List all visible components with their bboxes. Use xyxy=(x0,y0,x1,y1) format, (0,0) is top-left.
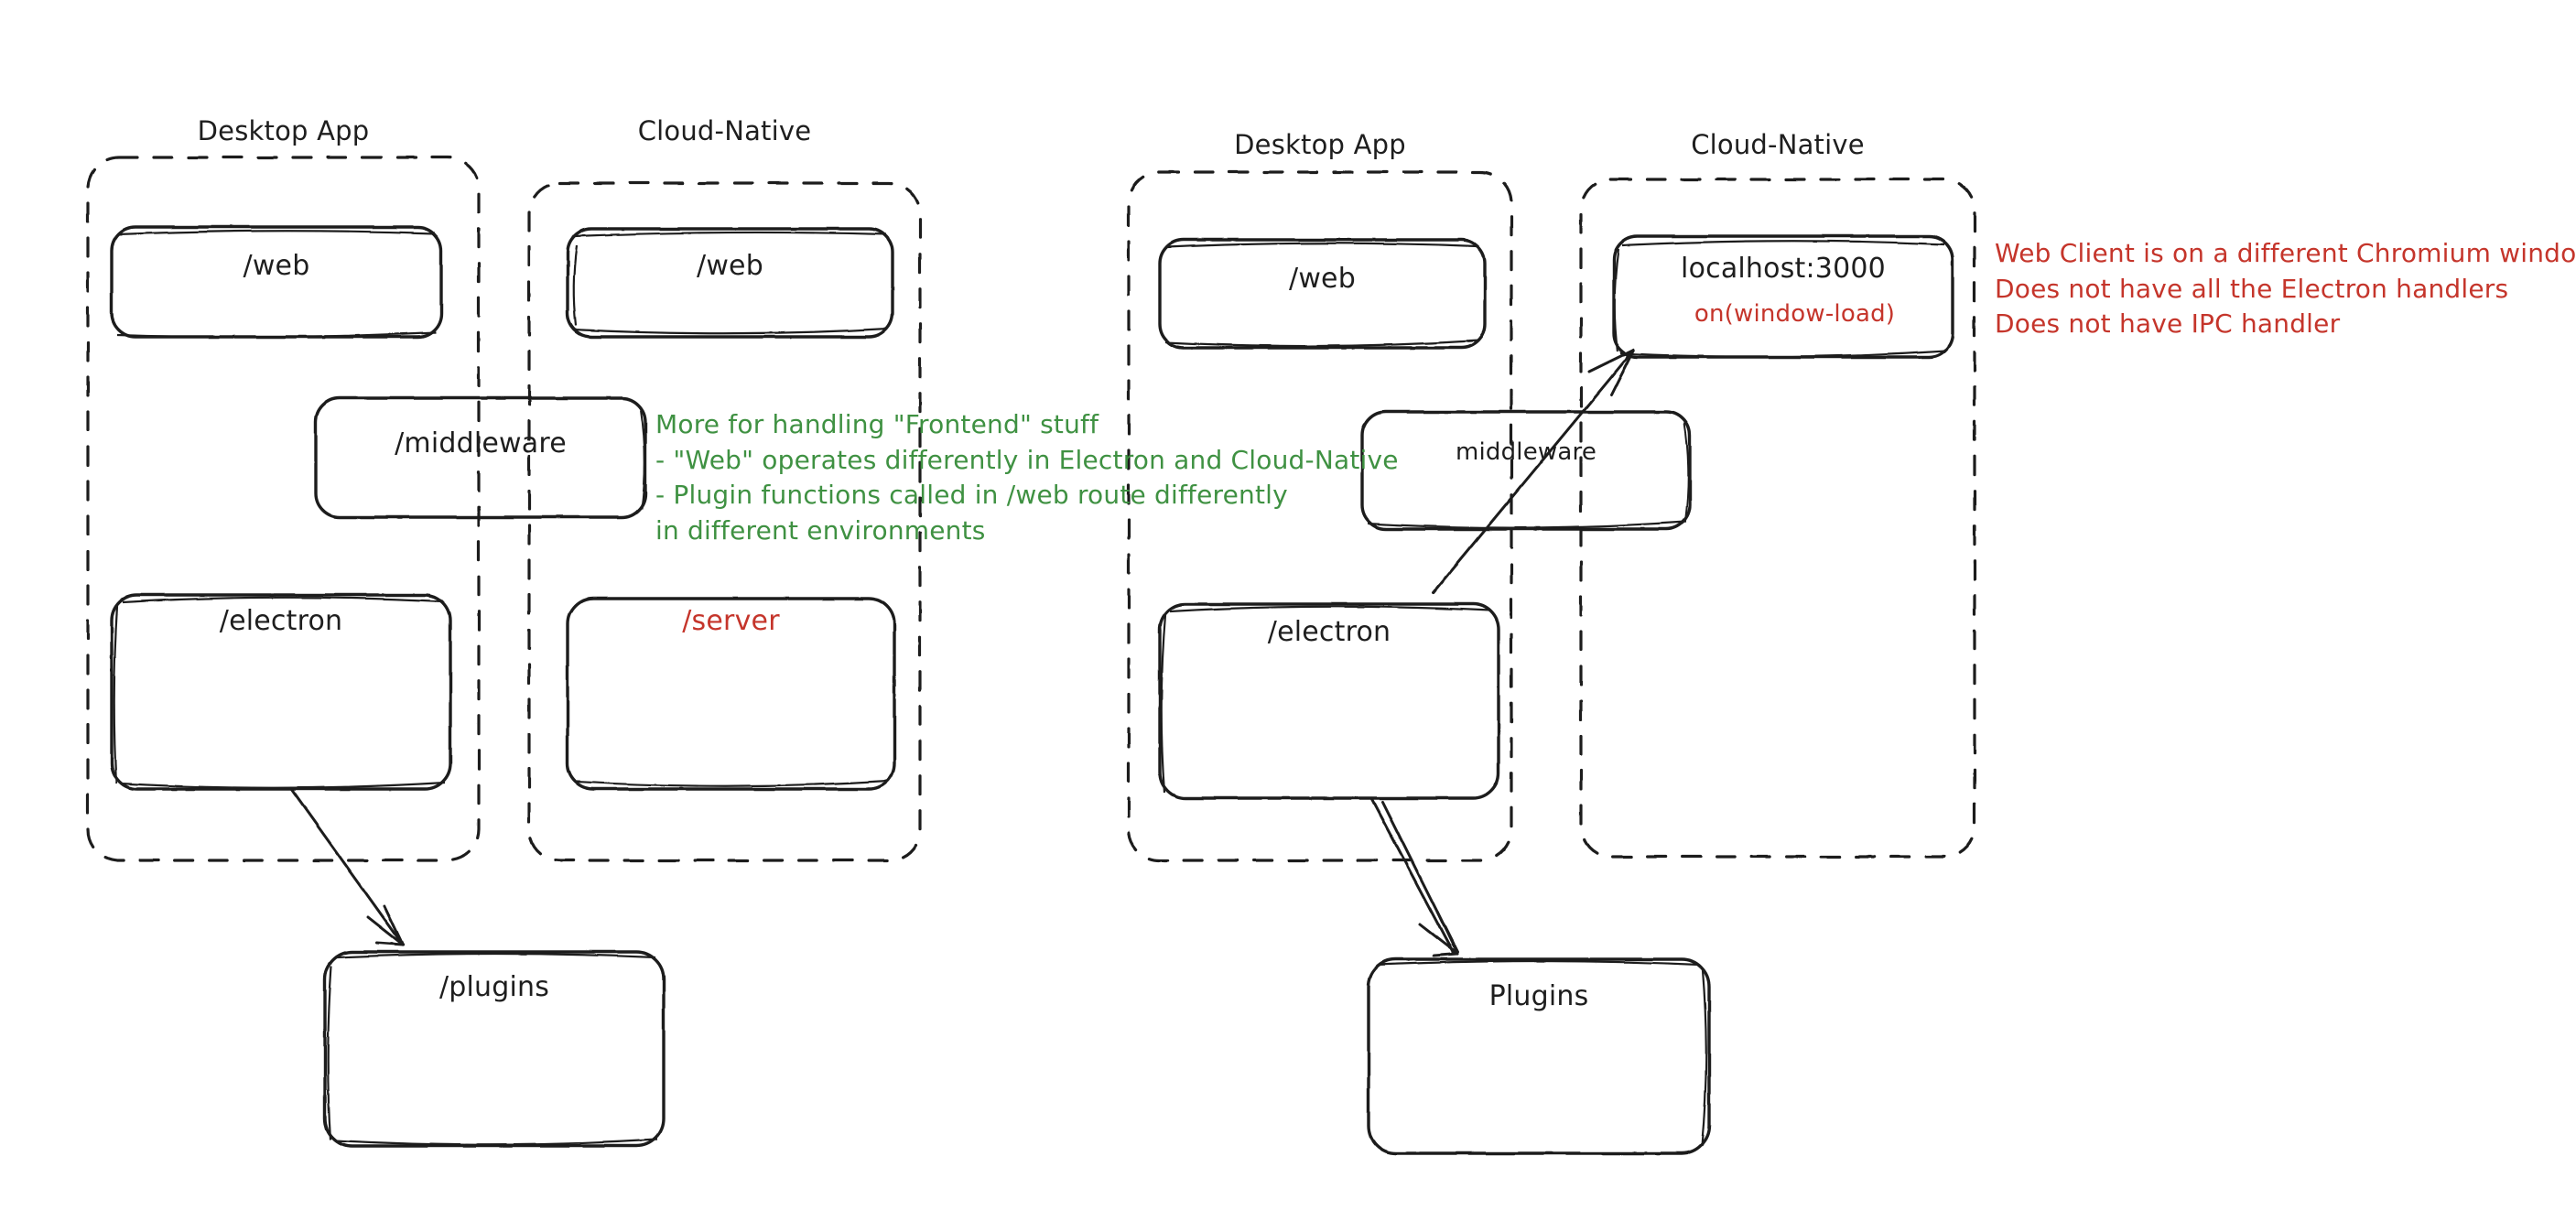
group-label-desktop-app-right: Desktop App xyxy=(1234,129,1406,160)
box-middleware-right xyxy=(1360,410,1692,531)
box-plugins-left xyxy=(323,950,666,1148)
group-desktop-app-left xyxy=(86,156,481,862)
box-plugins-right xyxy=(1367,957,1711,1155)
box-electron-right xyxy=(1158,602,1500,800)
box-web-left-cloud xyxy=(566,227,894,339)
annotation-red-web-client-note: Web Client is on a different Chromium wi… xyxy=(1995,238,2576,340)
box-electron-left xyxy=(110,593,452,791)
box-label-web-right-desktop[interactable]: /web xyxy=(1289,263,1356,295)
arrow-electron-to-plugins-left xyxy=(289,787,405,946)
group-label-cloud-native-left: Cloud-Native xyxy=(637,115,812,146)
box-middleware-left xyxy=(314,396,647,519)
box-label-localhost-right-cloud[interactable]: localhost:3000 xyxy=(1681,253,1886,285)
box-label-plugins-right[interactable]: Plugins xyxy=(1488,980,1589,1012)
group-label-desktop-app-left: Desktop App xyxy=(197,115,370,146)
box-label-web-left-desktop[interactable]: /web xyxy=(243,250,310,282)
box-localhost-right-cloud xyxy=(1612,234,1954,359)
box-label-plugins-left[interactable]: /plugins xyxy=(438,971,550,1003)
annotation-green-frontend-note: More for handling "Frontend" stuff - "We… xyxy=(655,409,1399,546)
box-label-web-left-cloud[interactable]: /web xyxy=(697,250,763,282)
box-label-middleware-right[interactable]: middleware xyxy=(1455,438,1597,466)
box-label-server-left[interactable]: /server xyxy=(682,605,780,637)
arrow-electron-to-plugins-right xyxy=(1369,796,1459,957)
arrow-electron-to-localhost-right xyxy=(1431,348,1636,595)
box-label-middleware-left[interactable]: /middleware xyxy=(395,427,567,459)
group-label-cloud-native-right: Cloud-Native xyxy=(1691,129,1865,160)
box-web-left-desktop xyxy=(110,225,443,339)
box-label-electron-right[interactable]: /electron xyxy=(1267,616,1391,648)
box-web-right-desktop xyxy=(1158,238,1487,350)
box-server-left xyxy=(566,597,896,791)
box-sublabel-on-window-load: on(window-load) xyxy=(1694,300,1896,328)
box-label-electron-left[interactable]: /electron xyxy=(219,605,343,637)
